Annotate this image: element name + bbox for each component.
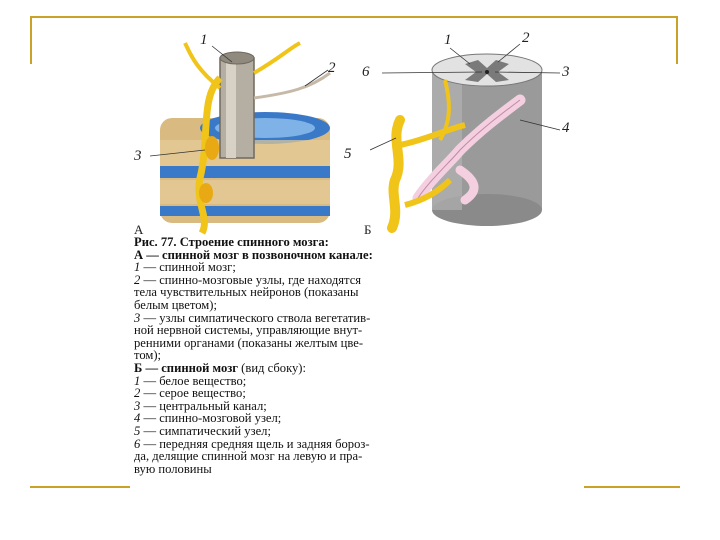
bottom-rule-left [30,486,130,488]
nerve-branch-upper [254,43,300,73]
callout-a-3: 3 [134,148,142,165]
disc-bottom [160,206,330,216]
top-rule [30,16,678,18]
figure-caption: Рис. 77. Строение спинного мозга: А — сп… [134,236,580,475]
callout-b-3: 3 [562,64,570,81]
callout-b-6: 6 [362,64,370,81]
spinal-cord-highlight [226,58,236,158]
callout-b-1: 1 [444,32,452,49]
left-rule [30,16,32,64]
callout-a-1: 1 [200,32,208,49]
callout-b-4: 4 [562,120,570,137]
ganglion-3 [205,136,219,160]
disc-middle [160,166,330,178]
central-canal [485,70,489,74]
ganglion-lower [199,183,213,203]
figure-panel-b-spinal-cord-side-view [370,30,590,235]
callout-a-2: 2 [328,60,336,77]
vertebra-body-lower [160,180,330,204]
spinal-cord [220,58,254,158]
sympathetic-trunk-b [392,120,400,228]
spinal-cord-top [220,52,254,64]
nerve-branch-upper-left [185,43,220,88]
caption-b-line: вую половины [134,463,580,476]
caption-a-line: ренними органами (показаны желтым цве- [134,337,580,350]
caption-title: Рис. 77. Строение спинного мозга: [134,236,580,249]
figure-panel-a-spinal-cord-in-canal [140,28,360,238]
bottom-rule-right [584,486,680,488]
right-rule [676,16,678,64]
callout-b-2: 2 [522,30,530,47]
callout-b-5: 5 [344,146,352,163]
